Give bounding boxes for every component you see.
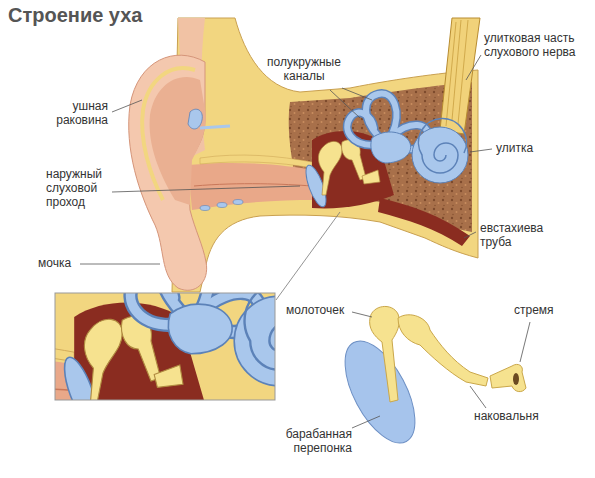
illustration-part (398, 315, 488, 386)
middle-inner-ear (188, 94, 470, 246)
illustration-part (330, 90, 360, 118)
illustration-part (352, 312, 372, 317)
cochlear-nerve (440, 18, 480, 134)
illustration-part (200, 126, 230, 128)
illustration-part (80, 264, 160, 265)
leader-lines (80, 55, 530, 428)
illustration-part (370, 306, 400, 402)
part-label: наружный слуховой проход (46, 168, 110, 209)
illustration-part (440, 18, 480, 134)
illustration-part (342, 88, 372, 100)
part-label: барабанная перепонка (280, 428, 352, 456)
inset-frame (55, 293, 275, 400)
illustration-part (464, 232, 476, 238)
illustration-part (142, 68, 195, 200)
illustration-part (112, 186, 300, 192)
part-label: стремя (514, 304, 564, 318)
temporal-bone (172, 18, 478, 292)
illustration-part (520, 322, 530, 362)
illustration-part (371, 132, 411, 163)
part-label: улитка (496, 142, 546, 156)
illustration-part (466, 55, 481, 80)
illustration-part (352, 416, 380, 428)
part-label: ушная раковина (48, 100, 108, 128)
illustration-part (362, 170, 380, 184)
illustration-part (418, 118, 466, 173)
part-label: молоточек (286, 304, 350, 318)
ossicles-detail (331, 306, 526, 453)
part-label: мочка (38, 257, 80, 271)
illustration-part (470, 149, 492, 152)
illustration-part (188, 109, 202, 129)
illustration-part (412, 127, 468, 183)
illustration-part (55, 293, 275, 400)
inset-view (55, 293, 275, 400)
diagram-title: Строение уха (8, 4, 142, 27)
illustration-part (200, 155, 312, 168)
illustration-part (446, 20, 468, 126)
part-label: евстахиева труба (480, 222, 552, 250)
illustration-part (217, 203, 227, 208)
illustration-part (112, 100, 142, 112)
zoom-line (276, 212, 340, 300)
illustration-part (318, 141, 342, 195)
illustration-part (194, 184, 312, 186)
part-label: наковальня (474, 410, 554, 424)
part-label: улитковая часть слухового нерва (484, 32, 588, 60)
illustration-part (470, 386, 486, 408)
illustration-part (366, 94, 396, 136)
illustration-part (378, 198, 470, 246)
illustration-part (233, 200, 243, 205)
illustration-part (347, 113, 374, 145)
illustration-part (490, 364, 526, 391)
illustration-part (513, 373, 519, 385)
pinna (129, 55, 243, 290)
illustration-part (129, 55, 207, 290)
illustration-part (200, 206, 210, 211)
part-label: полукружные каналы (262, 56, 346, 84)
